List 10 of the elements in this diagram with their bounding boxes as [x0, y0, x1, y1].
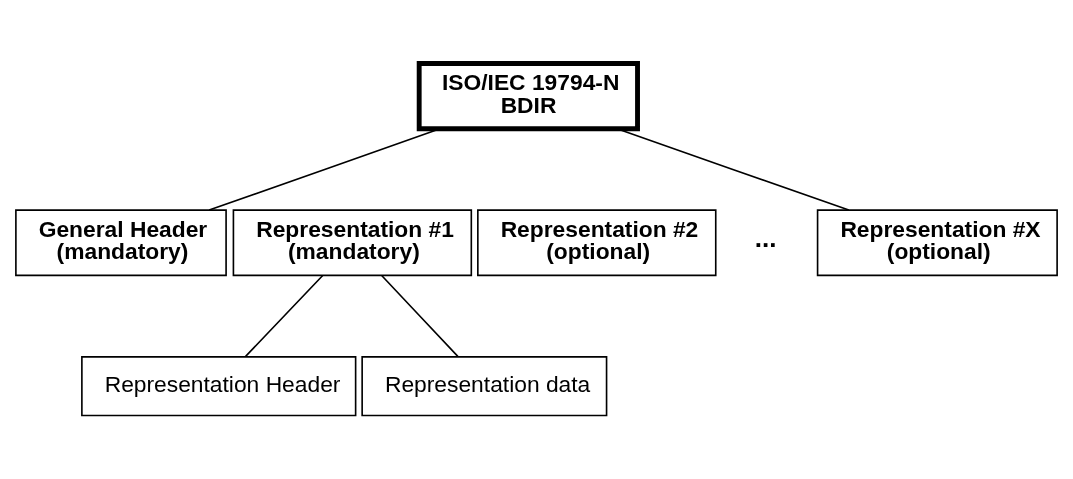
connector: [244, 274, 324, 358]
node-box: Representation #X (optional): [816, 209, 1058, 277]
connector: [380, 274, 459, 358]
node-box: General Header (mandatory): [15, 209, 227, 277]
node-box: ISO/IEC 19794-N BDIR: [416, 61, 640, 132]
node-box: Representation #2 (optional): [477, 209, 717, 277]
node-box: Representation #1 (mandatory): [232, 209, 473, 277]
node-box: Representation Header: [81, 356, 357, 417]
node-box: Representation data: [361, 356, 608, 417]
label: ...: [754, 223, 777, 254]
